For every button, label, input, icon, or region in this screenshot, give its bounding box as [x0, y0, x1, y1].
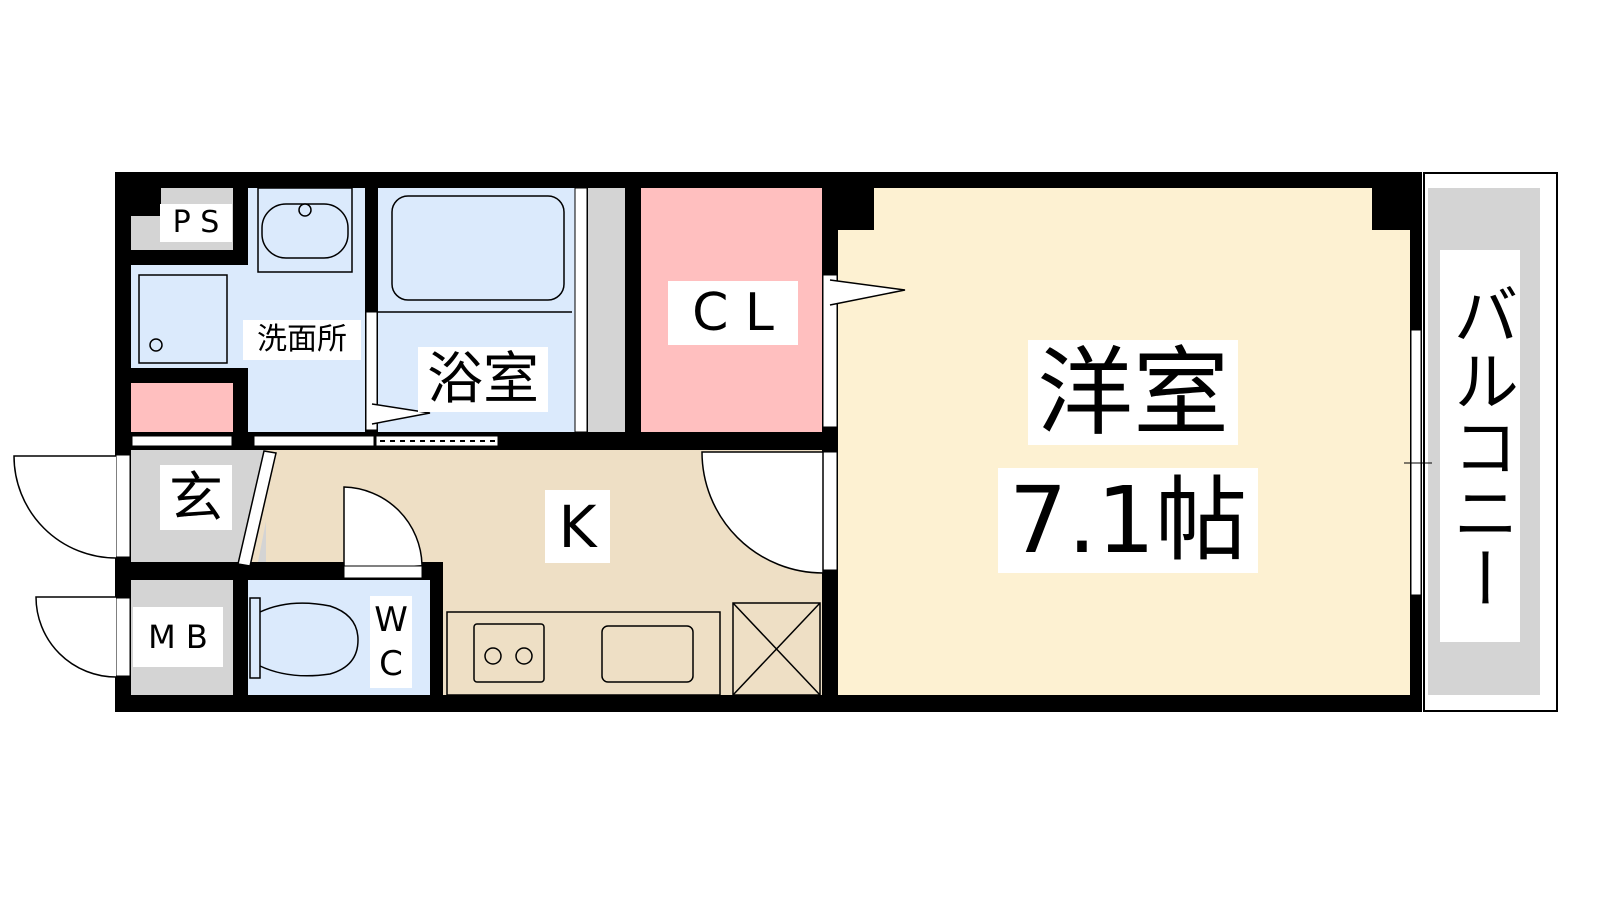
refrigerator-space — [732, 602, 821, 696]
kitchen-label: K — [545, 490, 610, 563]
entrance-label: 玄 — [160, 465, 232, 530]
bath-label: 浴室 — [418, 347, 548, 412]
washroom-floor — [248, 368, 365, 432]
faucet — [298, 203, 312, 217]
ps-label: P S — [160, 204, 232, 242]
storage-pink — [131, 383, 233, 432]
kitchen-counter — [446, 611, 721, 696]
wc-label-w: W — [374, 600, 408, 640]
closet-door — [822, 274, 838, 428]
toilet-tank — [249, 597, 261, 679]
bath-wall-strip — [574, 187, 588, 433]
wc-label-c: C — [379, 644, 403, 684]
washroom-label: 洗面所 — [243, 320, 361, 360]
kitchen-floor — [443, 562, 822, 695]
meter-box-label: M B — [133, 607, 223, 667]
washing-machine — [138, 274, 228, 364]
drain — [149, 338, 163, 352]
western-room-label: 洋室 — [1028, 340, 1238, 445]
bath-door — [365, 311, 378, 431]
ps-shaft — [131, 188, 161, 216]
bathtub — [391, 195, 565, 301]
kitchen-sink — [601, 625, 694, 683]
bath-gray-strip — [588, 188, 625, 432]
closet-label: C L — [668, 281, 798, 345]
balcony-label: バルコニー — [1440, 250, 1520, 642]
wc-label: W C — [370, 596, 412, 688]
sink — [257, 187, 353, 273]
western-room-size: 7.1帖 — [998, 468, 1258, 573]
stove — [473, 623, 545, 683]
toilet-bowl — [259, 602, 359, 677]
